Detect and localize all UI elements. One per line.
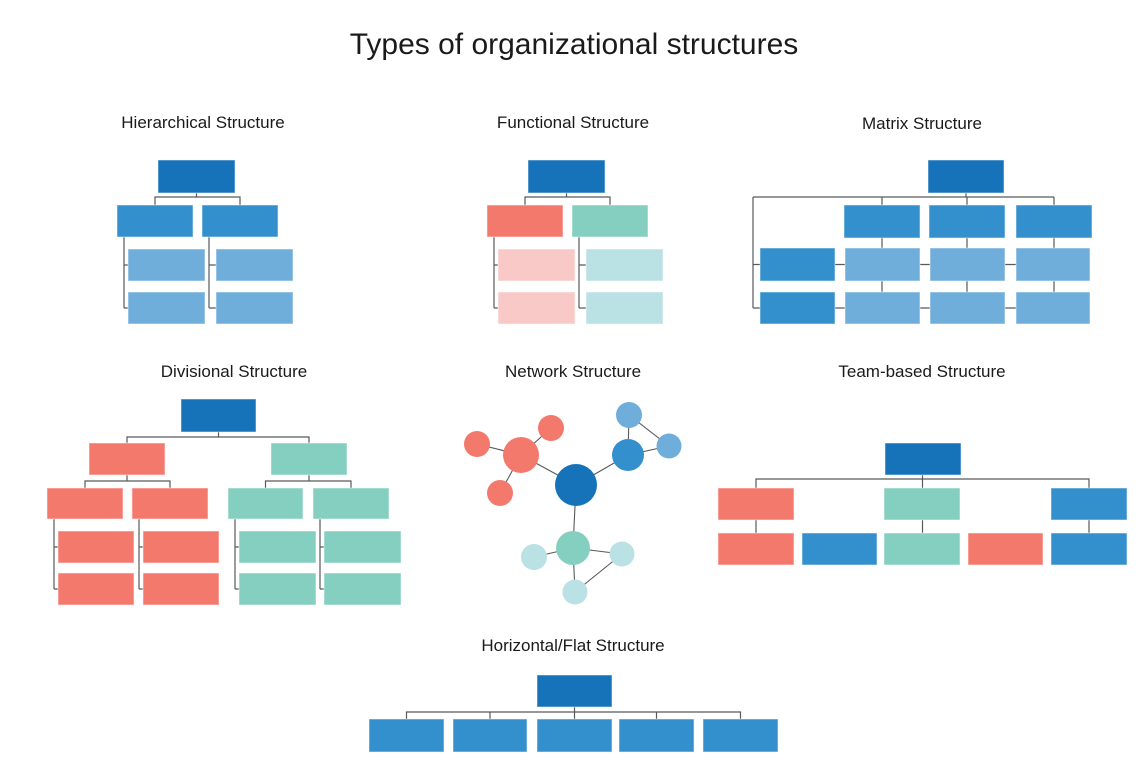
hierarchical-manager-box — [116, 204, 194, 238]
functional-report-box — [585, 291, 664, 325]
diagram-title-hierarchical: Hierarchical Structure — [121, 113, 285, 132]
team-member-box — [967, 532, 1044, 566]
network-satellite-node — [562, 579, 588, 605]
hierarchical-diagram — [116, 159, 294, 325]
team-based-root-box — [884, 442, 962, 476]
team-member-box — [883, 532, 961, 566]
divisional-report-box — [142, 572, 220, 606]
flat-worker-box — [702, 718, 779, 753]
team-member-box — [1050, 532, 1128, 566]
matrix-member-box — [1015, 291, 1091, 325]
hierarchical-root-box — [157, 159, 236, 194]
matrix-member-box — [929, 291, 1006, 325]
hierarchical-connectors — [123, 193, 241, 309]
team-lead-box — [1050, 487, 1128, 521]
divisional-manager-box — [46, 487, 124, 520]
flat-root-box — [536, 674, 613, 708]
hierarchical-report-box — [127, 248, 206, 282]
matrix-member-box — [929, 247, 1006, 282]
functional-report-box — [497, 291, 576, 325]
functional-report-box — [497, 248, 576, 282]
functional-report-box — [585, 248, 664, 282]
diagram-title-team-based: Team-based Structure — [838, 362, 1006, 381]
divisional-manager-box — [131, 487, 209, 520]
team-lead-box — [883, 487, 961, 521]
diagram-title-functional: Functional Structure — [496, 113, 650, 132]
flat-worker-box — [618, 718, 695, 753]
team-based-diagram — [717, 442, 1128, 566]
flat-worker-box — [452, 718, 528, 753]
diagram-title-flat: Horizontal/Flat Structure — [481, 636, 665, 655]
functional-department-box — [486, 204, 564, 238]
divisional-report-box — [142, 530, 220, 564]
team-member-box — [717, 532, 795, 566]
network-partner-node — [612, 439, 644, 471]
network-satellite-node — [609, 541, 635, 567]
matrix-project-lead-box — [759, 247, 836, 282]
diagram-title-divisional: Divisional Structure — [160, 362, 308, 381]
hierarchical-manager-box — [201, 204, 279, 238]
matrix-member-box — [844, 247, 921, 282]
divisional-report-box — [57, 572, 135, 606]
flat-worker-box — [536, 718, 613, 753]
matrix-connectors — [752, 193, 1055, 309]
functional-department-box — [571, 204, 649, 238]
network-partner-node — [503, 437, 539, 473]
team-based-connectors — [755, 475, 1090, 533]
matrix-function-head-box — [1015, 204, 1093, 239]
network-partner-node — [556, 531, 590, 565]
page-title: Types of organizational structures — [349, 28, 799, 61]
matrix-member-box — [1015, 247, 1091, 282]
diagram-title-network: Network Structure — [504, 362, 642, 381]
flat-diagram — [368, 674, 779, 753]
matrix-project-lead-box — [759, 291, 836, 325]
team-lead-box — [717, 487, 795, 521]
divisional-manager-box — [312, 487, 390, 520]
matrix-function-head-box — [843, 204, 921, 239]
network-satellite-node — [487, 480, 513, 506]
divisional-manager-box — [227, 487, 304, 520]
matrix-root-box — [927, 159, 1005, 194]
network-edges — [476, 414, 670, 593]
hierarchical-report-box — [215, 291, 294, 325]
hierarchical-report-box — [127, 291, 206, 325]
divisional-division-box — [270, 442, 348, 476]
functional-root-box — [527, 159, 606, 194]
network-diagram — [464, 402, 682, 605]
flat-connectors — [405, 707, 742, 719]
matrix-diagram — [752, 159, 1093, 325]
hierarchical-report-box — [215, 248, 294, 282]
divisional-diagram — [46, 398, 402, 606]
functional-diagram — [486, 159, 664, 325]
divisional-connectors — [53, 432, 352, 590]
divisional-report-box — [238, 572, 317, 606]
network-satellite-node — [616, 402, 642, 428]
matrix-member-box — [844, 291, 921, 325]
divisional-division-box — [88, 442, 166, 476]
network-satellite-node — [538, 415, 564, 441]
network-satellite-node — [656, 433, 682, 459]
diagram-title-matrix: Matrix Structure — [862, 114, 982, 133]
divisional-report-box — [323, 530, 402, 564]
network-satellite-node — [521, 544, 547, 570]
network-hub-node — [555, 464, 597, 506]
divisional-report-box — [323, 572, 402, 606]
divisional-report-box — [57, 530, 135, 564]
matrix-function-head-box — [928, 204, 1006, 239]
network-satellite-node — [464, 431, 490, 457]
flat-worker-box — [368, 718, 445, 753]
functional-connectors — [493, 193, 611, 309]
team-member-box — [801, 532, 878, 566]
divisional-root-box — [180, 398, 257, 433]
divisional-report-box — [238, 530, 317, 564]
